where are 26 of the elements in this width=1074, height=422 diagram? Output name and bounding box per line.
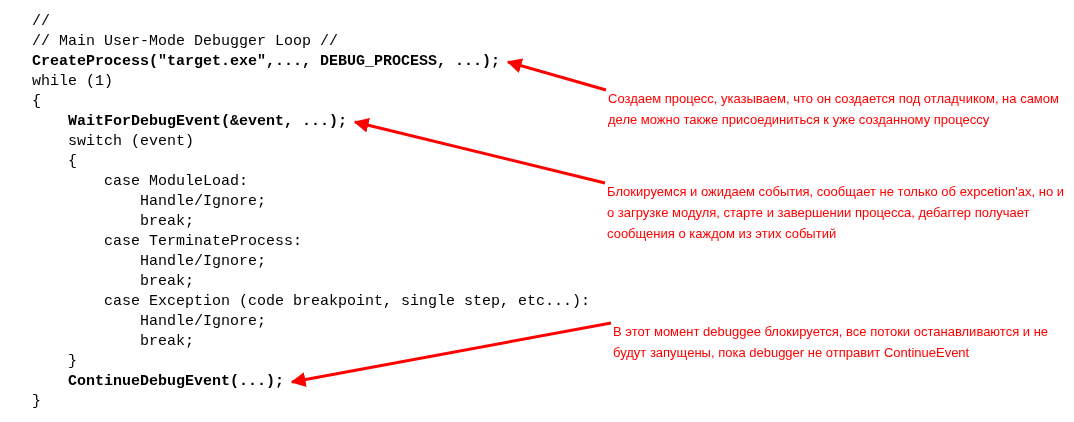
annotation-text: В этот момент debuggee блокируется, все потоки останавливаются и не будут запущены, пока debugger не отправит ContinueEvent [613,321,1073,363]
code-line: while (1) [32,73,113,91]
annotation-text: Создаем процесс, указываем, что он создается под отладчиком, на самом деле можно также присоединиться к уже созданному процессу [608,88,1073,130]
code-line: CreateProcess("target.exe",..., DEBUG_PROCESS, ...); [32,53,501,71]
code-line: WaitForDebugEvent(&event, ...); [68,113,348,131]
code-line: // [32,13,50,31]
arrow [506,58,607,92]
code-line: switch (event) [68,133,195,151]
code-line: // Main User-Mode Debugger Loop // [32,33,339,51]
annotation-text: Блокируемся и ожидаем события, сообщает не только об expcetion'ах, но и о загрузке модуля, старте и завершении процесса, дебаггер получает сообщения о каждом из этих событий [607,181,1072,244]
code-line: { [32,93,41,111]
code-line: Handle/Ignore; [140,313,267,331]
code-line: break; [140,273,194,291]
code-line: break; [140,213,194,231]
code-line: Handle/Ignore; [140,193,267,211]
code-line: { [68,153,77,171]
code-line: } [32,393,41,411]
code-line: break; [140,333,194,351]
arrow [353,117,606,185]
code-line: } [68,353,77,371]
code-line: case TerminateProcess: [104,233,303,251]
code-line: Handle/Ignore; [140,253,267,271]
code-line: case ModuleLoad: [104,173,249,191]
code-line: ContinueDebugEvent(...); [68,373,285,391]
code-line: case Exception (code breakpoint, single step, etc...): [104,293,591,311]
arrow [290,321,612,387]
